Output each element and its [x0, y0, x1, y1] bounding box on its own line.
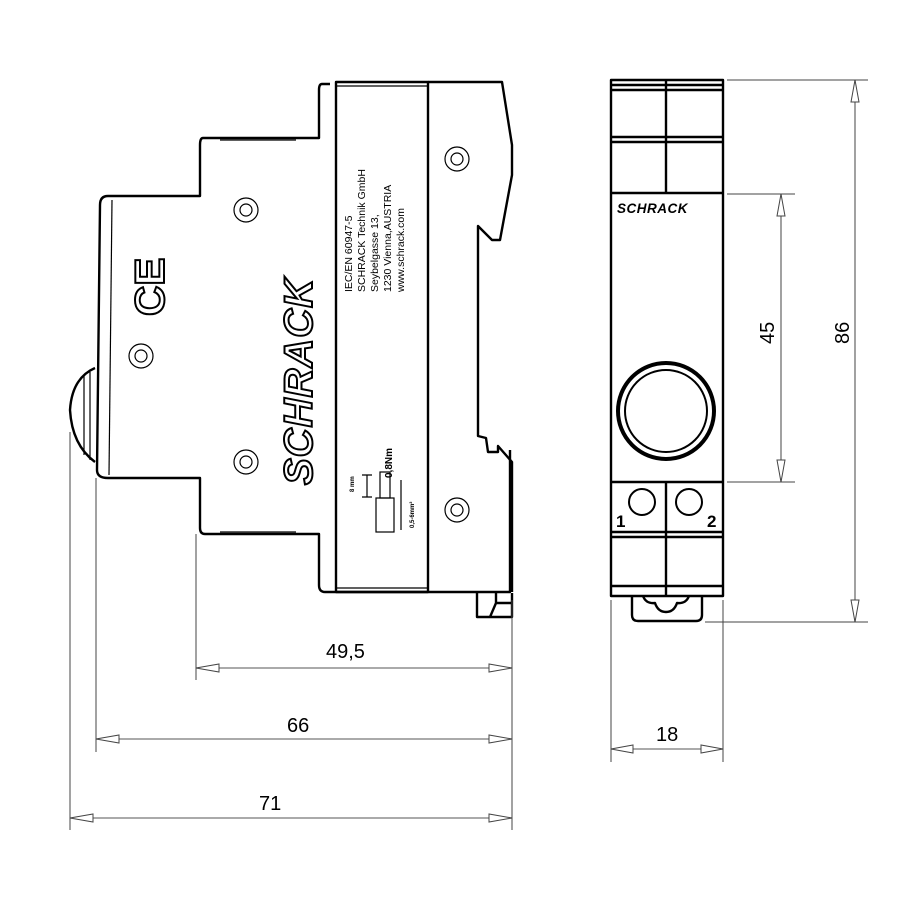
screw-hole-icon — [233, 449, 259, 475]
side-view: CE SCHRACK IEC/EN 60947-5 SCHRACK Techni… — [68, 80, 514, 619]
side-label-panel — [334, 80, 430, 594]
svg-text:IEC/EN 60947-5: IEC/EN 60947-5 — [343, 215, 355, 292]
front-view: SCHRACK 1 2 — [609, 78, 725, 623]
dimension-66: 66 — [287, 715, 309, 737]
svg-text:SCHRACK Technik GmbH: SCHRACK Technik GmbH — [356, 169, 368, 292]
dimension-86: 86 — [832, 322, 854, 344]
brand-logo-side: SCHRACK — [277, 276, 321, 485]
svg-text:1230 Vienna,AUSTRIA: 1230 Vienna,AUSTRIA — [382, 185, 394, 292]
device-label-text: IEC/EN 60947-5 SCHRACK Technik GmbH Seyb… — [343, 169, 407, 293]
screw-hole-icon — [444, 497, 470, 523]
screw-hole-icon — [444, 146, 470, 172]
dimension-71: 71 — [259, 793, 281, 815]
svg-text:Seybelgasse 13,: Seybelgasse 13, — [369, 214, 381, 292]
ce-mark-icon: CE — [125, 257, 174, 317]
terminal-screw-2-icon — [675, 488, 703, 516]
din-clip-outline — [428, 80, 514, 592]
torque-label: 0,8Nm — [384, 448, 395, 478]
wire-cross-section-label: 0,5-6mm² — [409, 502, 416, 528]
indicator-lamp-icon — [616, 361, 716, 461]
lamp-dome — [68, 366, 96, 463]
screw-hole-icon — [128, 343, 154, 369]
dimension-45: 45 — [757, 322, 779, 344]
dimension-49-5: 49,5 — [326, 641, 365, 663]
terminal-2-label: 2 — [707, 512, 716, 531]
screw-hole-icon — [233, 197, 259, 223]
terminal-screw-1-icon — [628, 488, 656, 516]
side-housing-outline — [95, 82, 512, 594]
dimension-lines: 49,5 66 71 18 45 86 — [69, 79, 868, 830]
svg-text:www.schrack.com: www.schrack.com — [395, 208, 407, 293]
wire-strip-icon — [362, 471, 402, 533]
svg-text:CE: CE — [126, 258, 173, 316]
brand-logo-front: SCHRACK — [617, 201, 689, 216]
dimension-18: 18 — [656, 724, 678, 746]
din-foot — [475, 593, 514, 619]
front-din-clip — [630, 595, 704, 623]
terminal-1-label: 1 — [616, 512, 625, 531]
strip-length-label: 8 mm — [350, 476, 356, 492]
